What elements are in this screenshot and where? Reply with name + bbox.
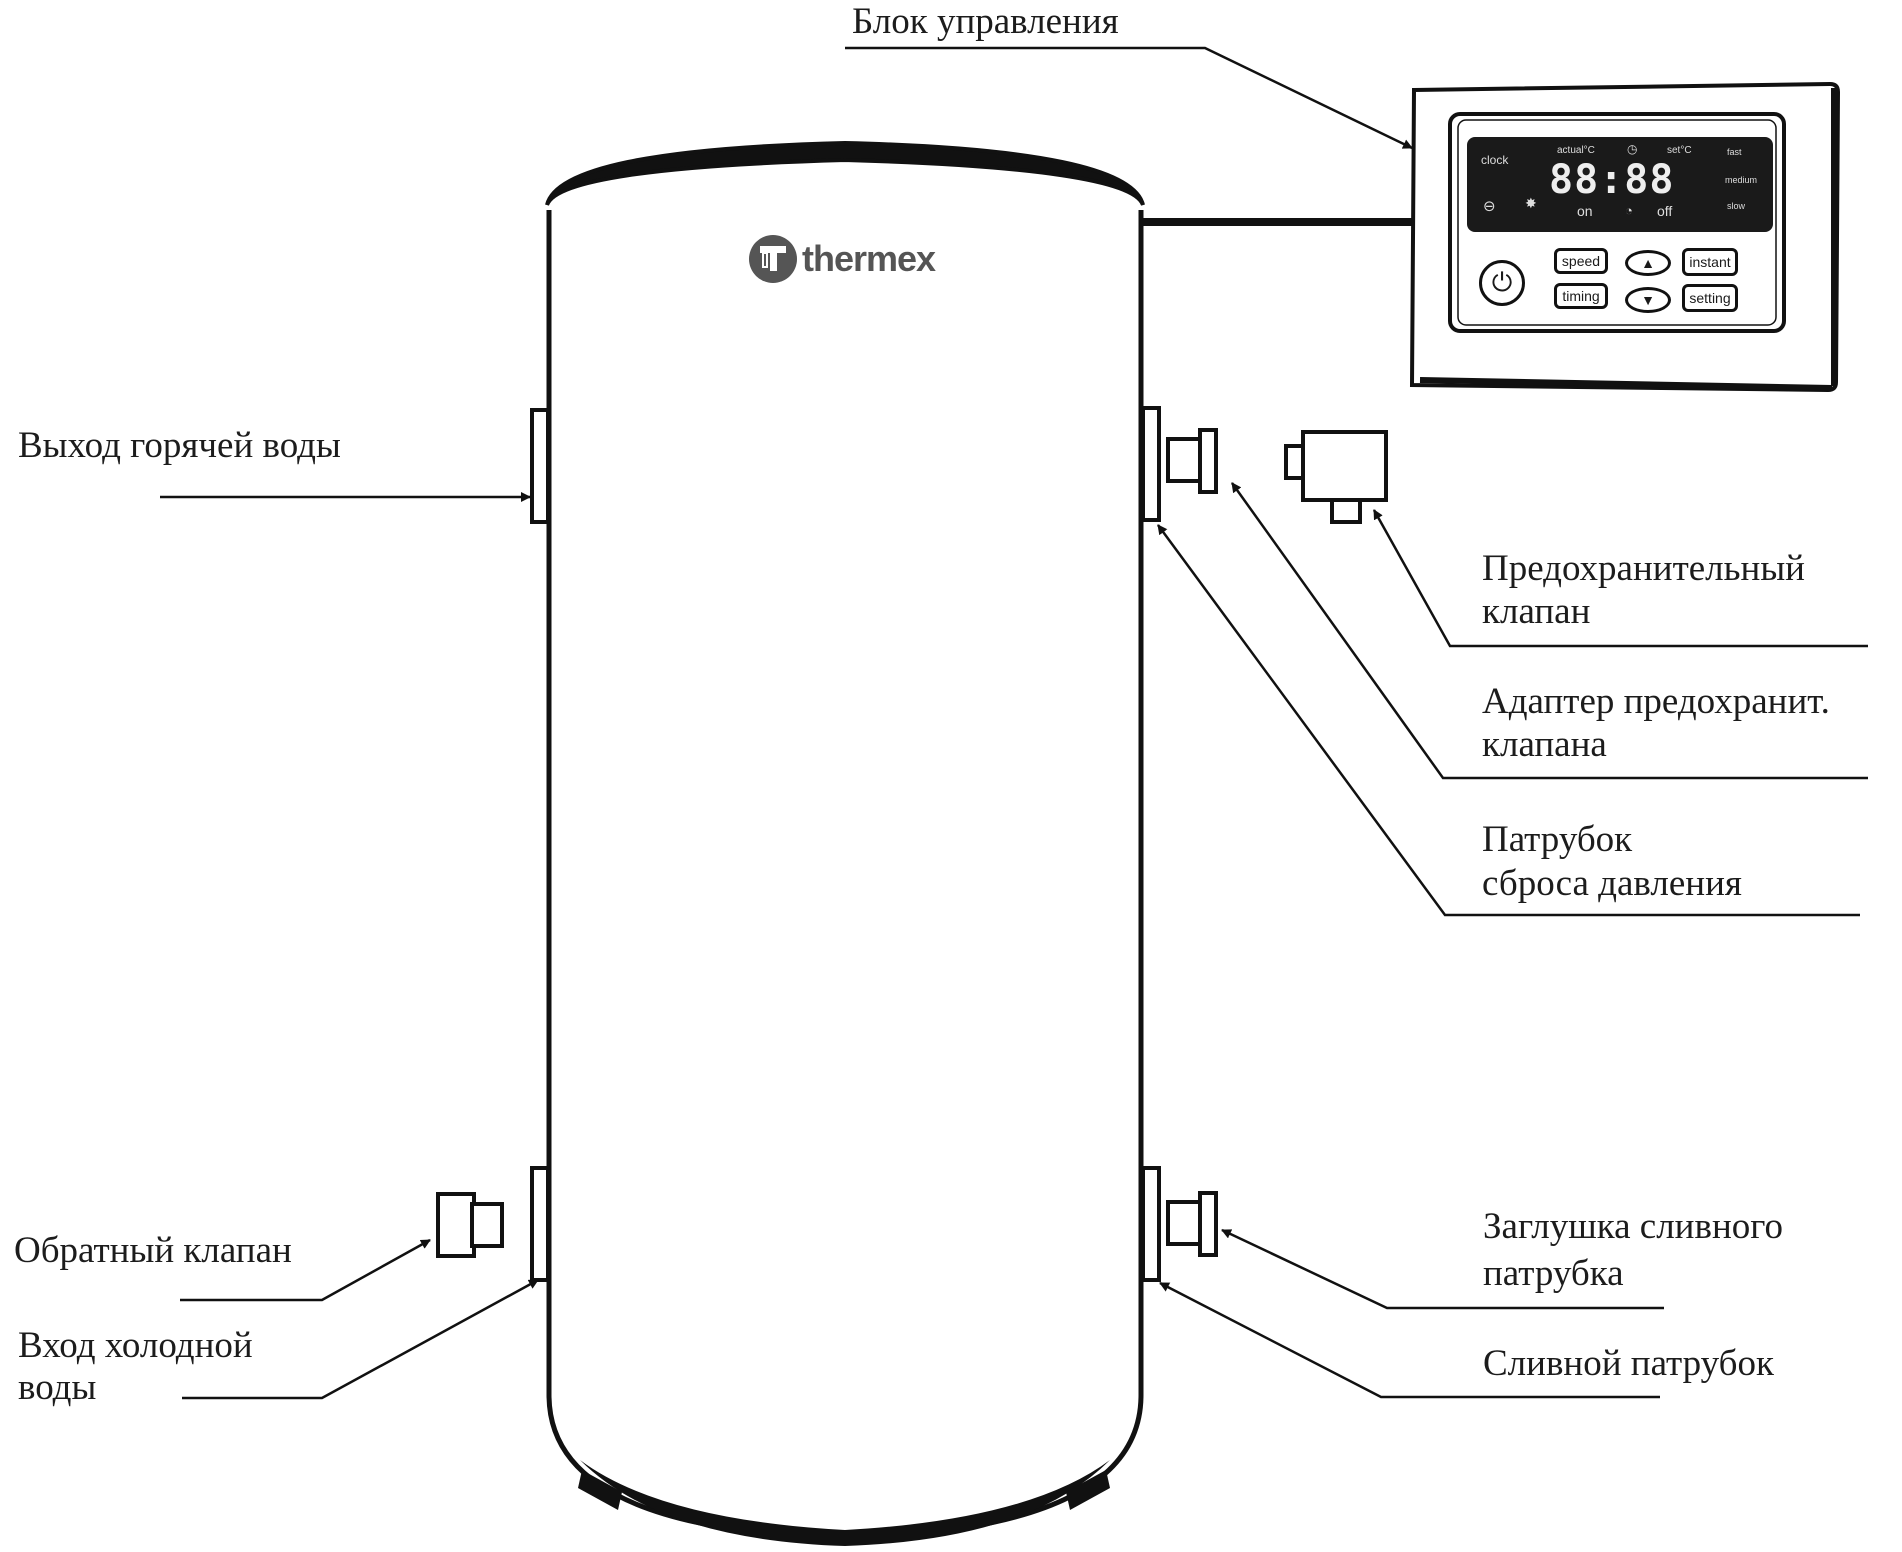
lcd-on-label: on <box>1577 203 1593 219</box>
label-control-unit: Блок управления <box>852 1 1119 42</box>
label-cold-water-line2: воды <box>18 1367 97 1408</box>
drain-pipe-leader <box>1159 1281 1660 1399</box>
drain-pipe-fitting <box>1141 1166 1161 1282</box>
tank-foot-left <box>578 1470 622 1510</box>
cold-water-inlet-fitting <box>530 1166 550 1282</box>
lcd-contents: clock actual°C ◷ set°C fast medium slow … <box>1467 137 1773 232</box>
power-icon: ⏻ <box>1491 267 1513 297</box>
label-drain-plug-line2: патрубка <box>1483 1253 1624 1294</box>
lcd-clock-label: clock <box>1481 153 1509 167</box>
lcd-set-label: set°C <box>1667 145 1692 156</box>
label-hot-water-outlet: Выход горячей воды <box>18 425 341 466</box>
cold-water-leader <box>182 1278 539 1400</box>
setting-button[interactable]: setting <box>1682 284 1738 312</box>
up-button[interactable]: ▲ <box>1625 250 1671 276</box>
brand-logo-text: thermex <box>802 238 936 279</box>
pressure-relief-leader <box>1156 524 1860 917</box>
lcd-medium-label: medium <box>1725 175 1758 185</box>
control-unit-leader <box>845 46 1413 150</box>
instant-button[interactable]: instant <box>1682 248 1738 276</box>
safety-valve-adapter <box>1166 428 1218 494</box>
tank-foot-right <box>1066 1470 1110 1510</box>
drain-plug <box>1166 1191 1218 1257</box>
thermex-logo <box>749 235 797 283</box>
lcd-off-label: off <box>1657 203 1673 219</box>
drain-plug-leader <box>1221 1228 1664 1310</box>
lcd-fast-label: fast <box>1727 147 1742 157</box>
lcd-slow-label: slow <box>1727 201 1746 211</box>
label-drain-plug-line1: Заглушка сливного <box>1483 1206 1784 1247</box>
label-adapter-line2: клапана <box>1482 724 1607 765</box>
down-button[interactable]: ▼ <box>1625 287 1671 313</box>
label-safety-valve-line1: Предохранительный <box>1482 548 1805 589</box>
label-adapter-line1: Адаптер предохранит. <box>1482 681 1830 722</box>
check-valve <box>436 1192 504 1258</box>
check-valve-leader <box>180 1238 431 1302</box>
label-pressure-relief-line2: сброса давления <box>1482 863 1742 904</box>
lcd-minus-icon: ⊖ <box>1483 198 1496 215</box>
adapter-leader <box>1230 482 1868 780</box>
label-check-valve: Обратный клапан <box>14 1230 292 1271</box>
lcd-display <box>1467 137 1773 232</box>
timing-button[interactable]: timing <box>1554 283 1608 309</box>
lcd-actual-label: actual°C <box>1557 145 1595 156</box>
safety-valve <box>1284 430 1388 524</box>
tank <box>545 140 1145 1546</box>
label-cold-water-line1: Вход холодной <box>18 1325 253 1366</box>
power-button[interactable]: ⏻ <box>1479 260 1525 306</box>
lcd-clock-icon: ◔ <box>1625 203 1633 218</box>
hot-water-outlet-fitting <box>530 408 550 524</box>
tank-top-rim <box>545 140 1145 206</box>
label-pressure-relief-line1: Патрубок <box>1482 819 1633 860</box>
tank-outline <box>546 210 1144 1541</box>
label-safety-valve-line2: клапан <box>1482 591 1591 632</box>
lcd-digits: 88:88 <box>1549 157 1675 203</box>
lcd-heat-icon: ✸ <box>1525 195 1537 211</box>
label-drain-pipe: Сливной патрубок <box>1483 1343 1774 1384</box>
control-panel <box>1409 81 1841 393</box>
lcd-timer-icon: ◷ <box>1627 142 1638 156</box>
pressure-relief-pipe-fitting <box>1141 406 1161 522</box>
tank-bottom-rim <box>580 1460 1110 1546</box>
safety-valve-leader <box>1372 509 1868 648</box>
speed-button[interactable]: speed <box>1554 248 1608 274</box>
